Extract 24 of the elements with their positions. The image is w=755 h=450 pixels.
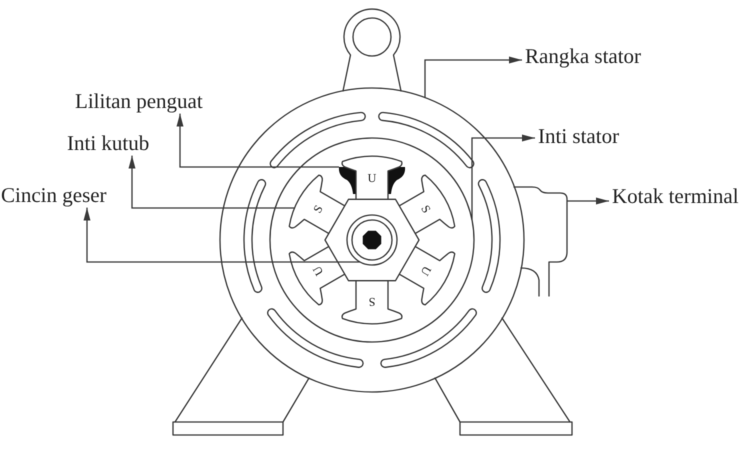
terminal-box [513,186,568,297]
pole-letter: S [418,203,433,215]
stator-frame [219,88,525,392]
part-label: Rangka stator [525,44,642,68]
field-winding [338,167,406,194]
pole-letter: U [310,264,326,278]
pole-letter: U [368,172,376,184]
leader-arrow [128,156,294,209]
leader-arrow [471,134,535,220]
leader-arrow [424,56,522,98]
slip-ring [346,214,398,266]
field-pole [288,174,346,234]
leader-arrow [84,208,360,263]
part-label: Cincin geser [1,184,107,207]
pole-letter: U [418,264,434,278]
stator-core [269,137,475,343]
part-label: Inti stator [538,124,620,148]
pole-letter: S [368,296,376,308]
part-label: Kotak terminal [612,184,739,208]
leader-arrow [567,198,609,204]
part-label: Inti kutub [67,132,150,155]
leader-arrow [176,114,339,168]
part-label: Lilitan penguat [75,90,203,113]
pole-letter: S [311,203,326,215]
